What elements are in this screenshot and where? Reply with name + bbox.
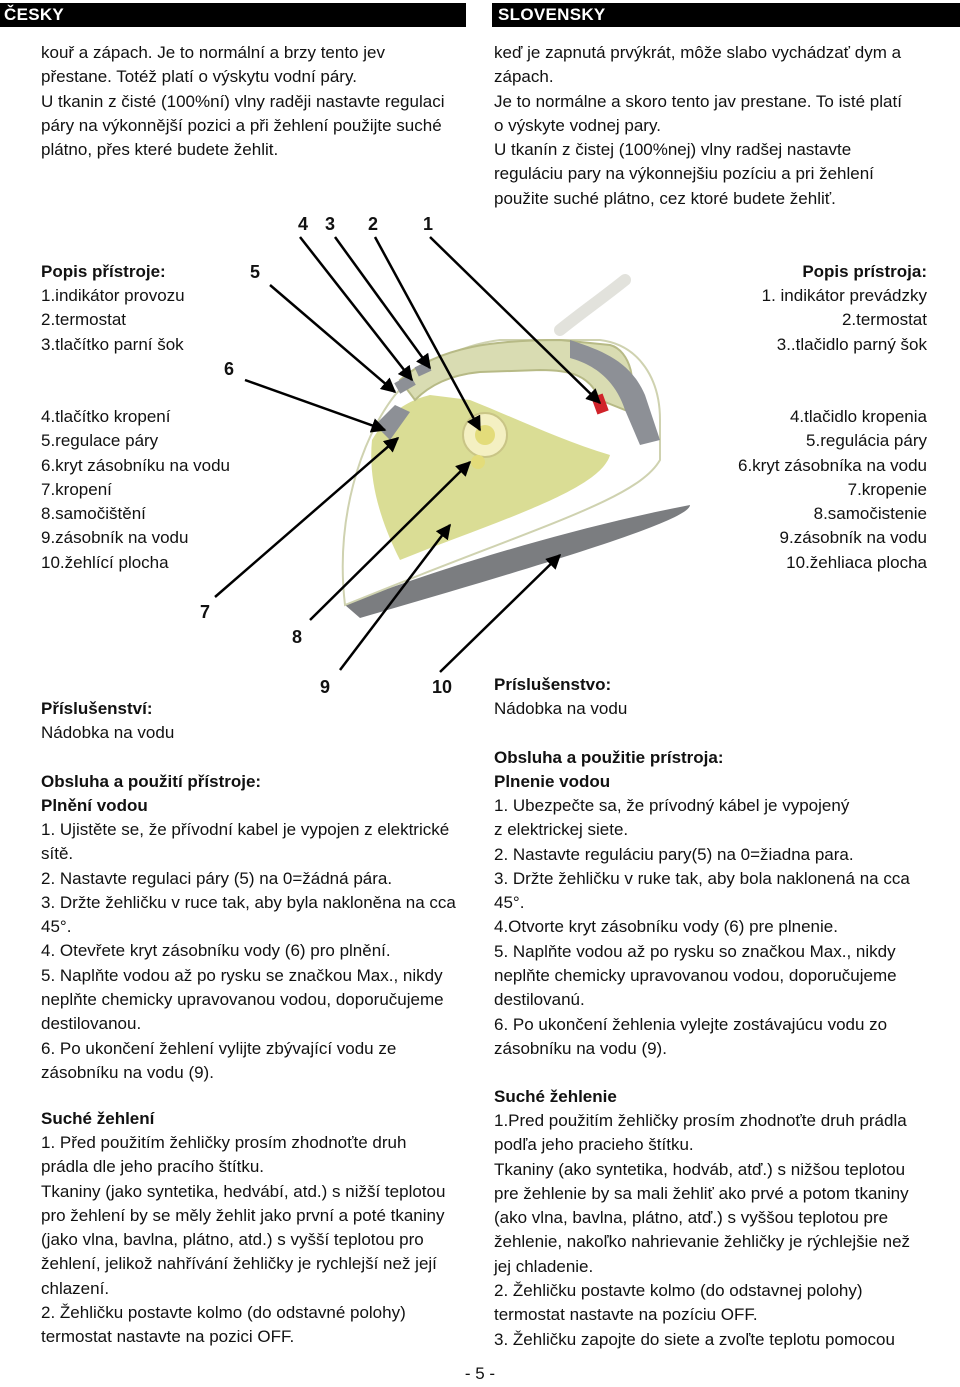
- sk-accessories-text: Nádobka na vodu: [494, 699, 628, 718]
- pointer-2: [373, 236, 482, 432]
- diagram-label-5: 5: [250, 262, 261, 282]
- diagram-label-3: 3: [325, 214, 336, 234]
- cz-dry-ironing-text: 1. Před použitím žehličky prosím zhodnoť…: [41, 1133, 446, 1347]
- pointer-5: [269, 284, 397, 393]
- cz-parts-list-b: 4.tlačítko kropení 5.regulace páry 6.kry…: [41, 407, 231, 572]
- diagram-label-1: 1: [423, 214, 434, 234]
- sk-dry-ironing-text: 1.Pred použitím žehličky prosím zhodnoťt…: [494, 1111, 911, 1349]
- sk-filling-text: 1. Ubezpečte sa, že prívodný kábel je vy…: [494, 796, 910, 1058]
- sk-dry-ironing-title: Suché žehlenie: [494, 1087, 617, 1106]
- sk-accessories-title: Príslušenstvo:: [494, 675, 612, 694]
- cz-accessories-title: Příslušenství:: [41, 699, 153, 718]
- power-cord: [554, 274, 631, 336]
- diagram-label-2: 2: [368, 214, 379, 234]
- soleplate: [345, 505, 690, 618]
- diagram-label-10: 10: [432, 677, 453, 697]
- diagram-label-8: 8: [292, 627, 303, 647]
- diagram-label-9: 9: [320, 677, 331, 697]
- pointer-9: [339, 523, 451, 671]
- water-tank: [371, 395, 610, 560]
- pointer-10: [439, 553, 562, 673]
- rear-grip: [570, 340, 660, 445]
- diagram-label-4: 4: [298, 214, 309, 234]
- sk-parts-title: Popis prístroja:: [802, 262, 927, 281]
- diagram-label-7: 7: [200, 602, 211, 622]
- sk-intro: keď je zapnutá prvýkrát, môže slabo vych…: [494, 43, 902, 208]
- pointer-1: [429, 236, 602, 405]
- header-slovak: SLOVENSKY: [492, 3, 960, 27]
- pointer-7: [214, 437, 400, 598]
- cz-dry-ironing-title: Suché žehlení: [41, 1109, 155, 1128]
- sk-filling-title: Plnenie vodou: [494, 772, 611, 791]
- sk-parts-list-b: 4.tlačidlo kropenia 5.regulácia páry 6.k…: [737, 407, 927, 572]
- cz-filling-title: Plnění vodou: [41, 796, 148, 815]
- cz-parts-list-a: 1.indikátor provozu 2.termostat 3.tlačít…: [41, 286, 185, 354]
- pointer-3: [333, 236, 432, 370]
- pointer-4: [299, 236, 413, 382]
- sk-parts-list-a: 1. indikátor prevádzky 2.termostat 3..tl…: [761, 286, 927, 354]
- self-clean-button: [471, 455, 485, 469]
- page-number: - 5 -: [464, 1364, 496, 1383]
- sk-usage-title: Obsluha a použitie prístroja:: [494, 748, 724, 767]
- cz-filling-text: 1. Ujistěte se, že přívodní kabel je vyp…: [41, 820, 456, 1082]
- header-czech: ČESKY: [0, 3, 466, 27]
- cz-intro: kouř a zápach. Je to normální a brzy ten…: [41, 43, 445, 160]
- cz-parts-title: Popis přístroje:: [41, 262, 166, 281]
- pointer-6: [244, 378, 387, 433]
- cz-accessories-text: Nádobka na vodu: [41, 723, 175, 742]
- diagram-label-6: 6: [224, 359, 235, 379]
- cz-usage-title: Obsluha a použití přístroje:: [41, 772, 262, 791]
- pointer-8: [309, 460, 472, 621]
